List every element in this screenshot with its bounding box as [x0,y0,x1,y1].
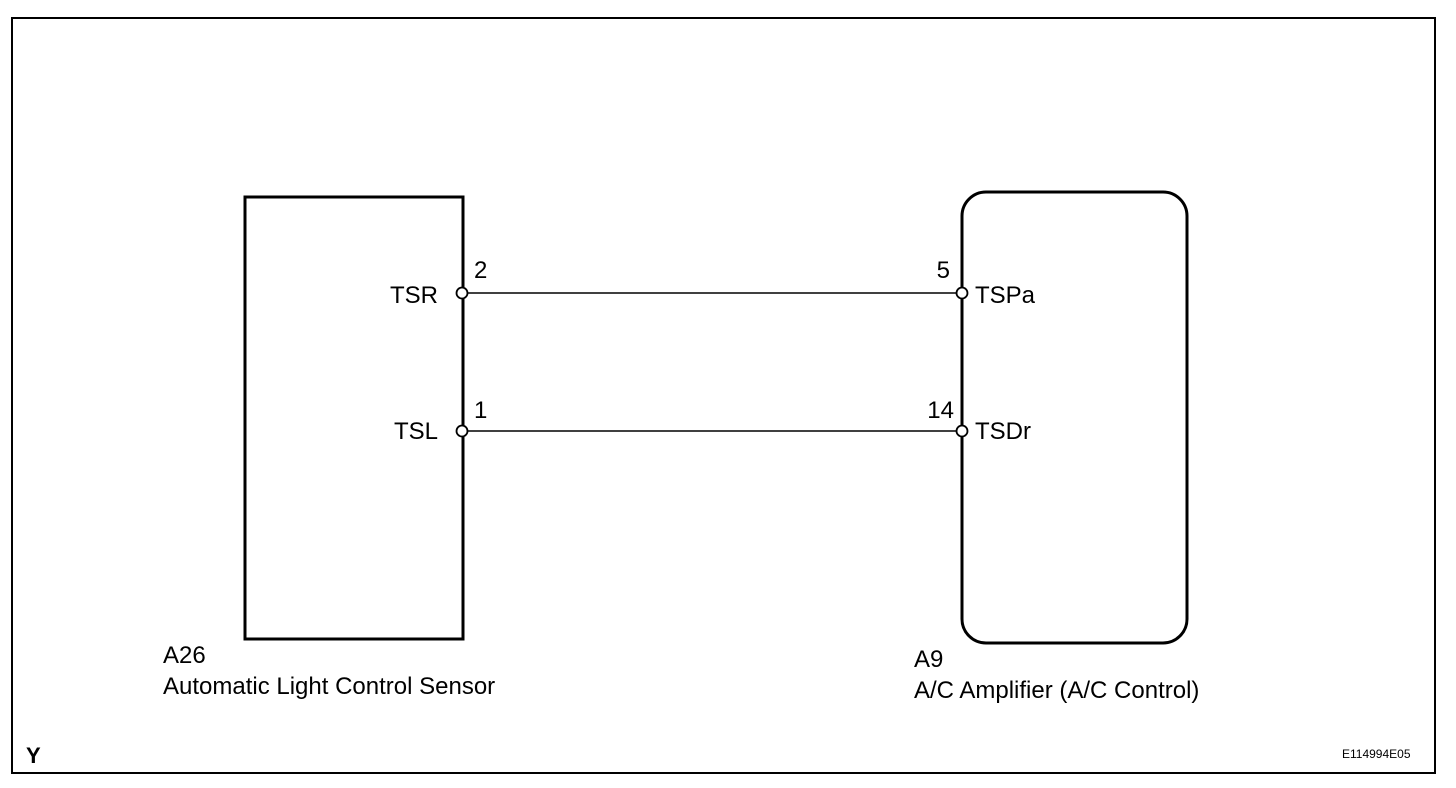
figure-id: E114994E05 [1342,747,1411,761]
terminal-name-tsr: TSR [390,282,438,309]
right-component-box [960,190,1189,645]
right-component-name: A/C Amplifier (A/C Control) [914,677,1200,704]
corner-letter: Y [26,743,41,768]
right-component-code: A9 [914,646,944,673]
terminal-tspa-circle [955,286,969,300]
pin-number-2: 2 [474,257,488,284]
left-component-code: A26 [163,642,206,669]
terminal-tsl-circle [455,424,469,438]
terminal-name-tsl: TSL [393,418,438,445]
left-component-name: Automatic Light Control Sensor [163,673,496,700]
pin-number-14: 14 [927,397,954,424]
terminal-tsdr-circle [955,424,969,438]
terminal-tsr-circle [455,286,469,300]
pin-number-5: 5 [936,257,950,284]
terminal-name-tsdr: TSDr [975,418,1031,445]
left-component-box [243,195,465,641]
pin-number-1: 1 [474,397,488,424]
terminal-name-tspa: TSPa [975,282,1036,309]
diagram-frame [11,17,1436,774]
